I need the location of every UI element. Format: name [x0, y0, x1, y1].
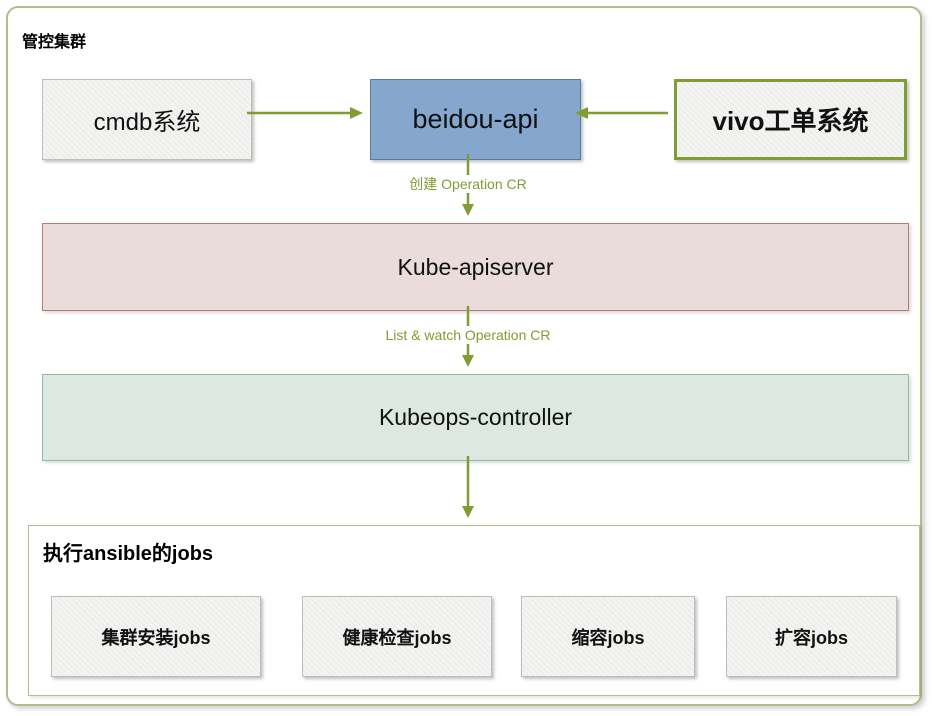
- node-cmdb-label: cmdb系统: [93, 109, 201, 136]
- node-scale-up-jobs: 扩容jobs: [726, 596, 897, 677]
- node-beidou-api-label: beidou-api: [412, 104, 539, 134]
- node-cmdb-system: cmdb系统: [42, 79, 252, 160]
- edge-label-list-watch-operation-cr: List & watch Operation CR: [380, 326, 556, 344]
- scale-down-jobs-label: 缩容jobs: [571, 627, 645, 648]
- arrow-cmdb-to-beidou-icon: [247, 107, 363, 119]
- edge-label-create-operation-cr: 创建 Operation CR: [404, 175, 532, 193]
- management-cluster-boundary: 管控集群 cmdb系统 beidou-api vivo工单系统 创建 Opera…: [6, 6, 922, 706]
- jobs-group-title: 执行ansible的jobs: [43, 543, 214, 565]
- node-cluster-install-jobs: 集群安装jobs: [51, 596, 261, 677]
- node-vivo-ticket-label: vivo工单系统: [712, 106, 869, 136]
- node-vivo-ticket-system: vivo工单系统: [674, 79, 907, 160]
- health-check-jobs-label: 健康检查jobs: [342, 627, 452, 648]
- cluster-title: 管控集群: [22, 34, 87, 51]
- node-kubeops-controller: Kubeops-controller: [42, 374, 909, 461]
- node-kubeops-controller-label: Kubeops-controller: [378, 404, 573, 430]
- node-kube-apiserver: Kube-apiserver: [42, 223, 909, 311]
- arrow-controller-to-jobs-icon: [462, 456, 474, 518]
- scale-up-jobs-label: 扩容jobs: [774, 627, 848, 648]
- jobs-group-container: 执行ansible的jobs 集群安装jobs 健康检查jobs 缩容jobs …: [28, 525, 920, 696]
- cluster-install-jobs-label: 集群安装jobs: [101, 627, 211, 648]
- node-beidou-api: beidou-api: [370, 79, 581, 160]
- arrow-vivo-to-beidou-icon: [575, 107, 668, 119]
- node-health-check-jobs: 健康检查jobs: [302, 596, 492, 677]
- node-kube-apiserver-label: Kube-apiserver: [397, 253, 554, 280]
- node-scale-down-jobs: 缩容jobs: [521, 596, 695, 677]
